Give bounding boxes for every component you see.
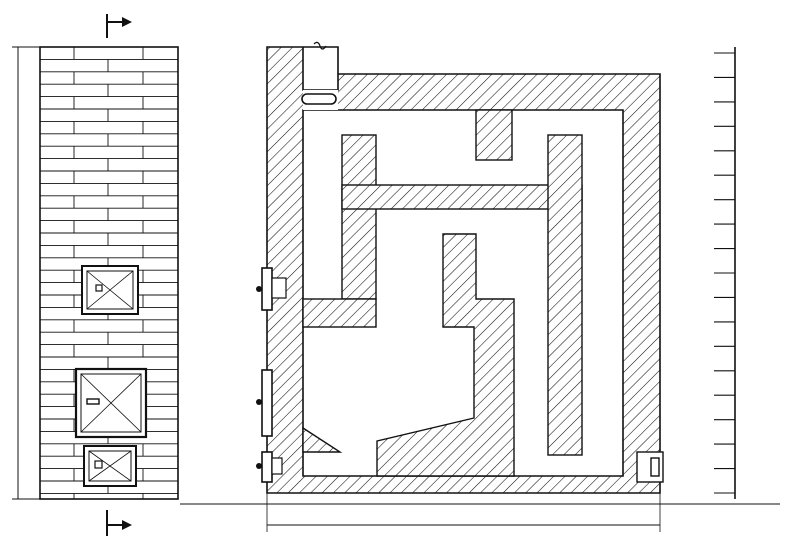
- section-ash-door[interactable]: [256, 451, 283, 483]
- flue-channel-walls: [302, 90, 583, 477]
- section-marker-top: [106, 14, 132, 38]
- small-door-icon[interactable]: [81, 265, 139, 315]
- section-firebox-door[interactable]: [256, 369, 273, 437]
- section-view: [180, 41, 780, 532]
- damper-valve-icon[interactable]: [301, 93, 337, 105]
- brick-course-scale: [714, 47, 736, 499]
- section-right-cleanout-door[interactable]: [636, 451, 664, 483]
- fire-door-icon[interactable]: [74, 367, 148, 439]
- break-mark: [313, 41, 327, 50]
- front-elevation-view: [12, 14, 179, 536]
- ash-door-icon[interactable]: [83, 445, 137, 487]
- section-marker-bottom: [106, 510, 132, 536]
- section-cleanout-door[interactable]: [256, 267, 287, 311]
